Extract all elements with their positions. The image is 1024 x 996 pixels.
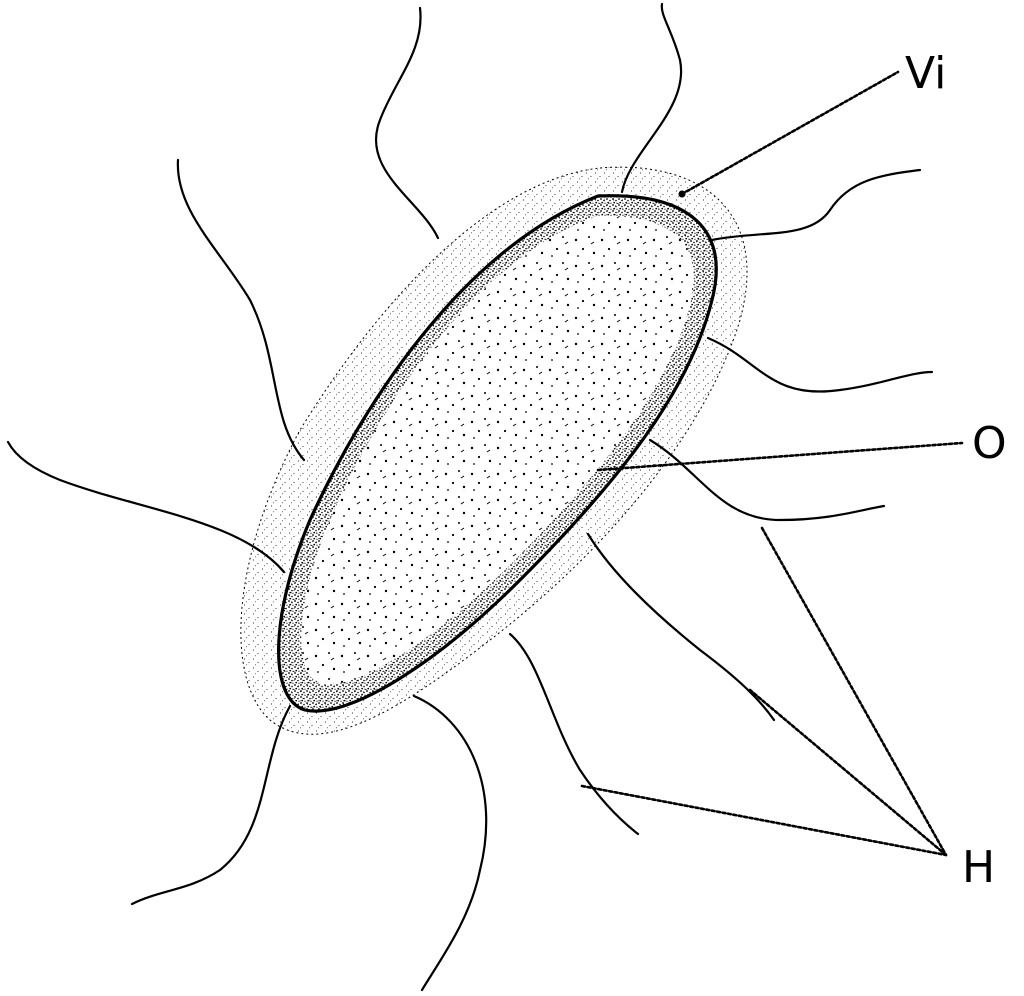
- label-o: O: [972, 418, 1007, 469]
- leader-h-1: [762, 528, 946, 855]
- flagellum-5: [132, 706, 290, 904]
- flagellum-11: [712, 170, 920, 240]
- flagellum-3: [178, 160, 304, 460]
- leader-vi: [682, 72, 898, 194]
- flagellum-8: [588, 534, 774, 720]
- flagellum-10: [708, 338, 932, 392]
- flagellum-7: [510, 634, 638, 834]
- flagellum-4: [8, 442, 284, 572]
- leader-h-2: [750, 690, 946, 855]
- flagellum-6: [414, 696, 486, 990]
- label-vi: Vi: [905, 48, 946, 99]
- label-h: H: [962, 842, 995, 893]
- flagellum-2: [376, 8, 438, 238]
- leader-h-3: [582, 786, 946, 855]
- vi-point-marker: [679, 191, 686, 198]
- flagellum-1: [622, 4, 681, 192]
